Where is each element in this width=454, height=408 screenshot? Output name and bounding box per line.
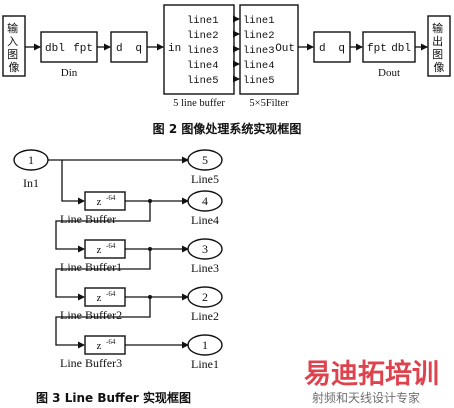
delay-block-0 xyxy=(84,191,126,211)
linebuffer-name: 5 line buffer xyxy=(173,98,225,109)
outport-shape-3 xyxy=(187,238,223,260)
delay-block-1 xyxy=(84,239,126,259)
din-right-port: fpt xyxy=(73,43,93,55)
dq2-d: d xyxy=(319,43,326,55)
wire-branch-2 xyxy=(55,297,151,349)
wire-branch-0 xyxy=(55,201,151,253)
inport-number: 1 xyxy=(28,153,34,167)
watermark-subtitle: 射频和天线设计专家 xyxy=(312,390,420,405)
outport-number-4: 4 xyxy=(202,194,208,208)
linebuffer-output-2: line2 xyxy=(187,30,219,42)
figure-3-caption: 图 3 Line Buffer 实现框图 xyxy=(36,390,191,405)
input-image-label: 输 入 图 像 xyxy=(7,21,21,74)
wire-in1-buffer0 xyxy=(61,160,85,205)
outport-number-2: 2 xyxy=(202,290,208,304)
outport-name-1: Line1 xyxy=(191,357,219,371)
delay-block-2 xyxy=(84,287,126,307)
input-image-block xyxy=(2,15,26,77)
din-left-port: dbl xyxy=(45,43,65,55)
dout-block xyxy=(362,31,416,63)
dout-left-port: fpt xyxy=(367,43,387,55)
outport-number-3: 3 xyxy=(202,242,208,256)
outport-name-5: Line5 xyxy=(191,172,219,186)
buffer-name-0: Line Buffer xyxy=(60,212,116,226)
delay-exponent-3: -64 xyxy=(106,338,116,346)
delay-symbol-2: z xyxy=(97,292,102,304)
dout-name: Dout xyxy=(378,67,400,79)
input-char-3: 图 xyxy=(7,48,18,61)
linebuffer-output-labels: line1 line2 line3 line4 line5 xyxy=(187,15,219,87)
filter-5x5-block xyxy=(239,4,299,95)
outport-number-1: 1 xyxy=(202,338,208,352)
delay-exponent-1: -64 xyxy=(106,242,116,250)
dq2-q: q xyxy=(338,43,345,55)
filter-input-5: line5 xyxy=(243,75,275,87)
figure-2-caption: 图 2 图像处理系统实现框图 xyxy=(153,121,302,136)
delay-register-2 xyxy=(313,31,351,63)
filter-input-1: line1 xyxy=(243,15,275,27)
buffer-name-3: Line Buffer3 xyxy=(60,356,122,370)
wire-branch-1 xyxy=(55,249,151,301)
delay-block-3 xyxy=(84,335,126,355)
filter-input-2: line2 xyxy=(243,30,275,42)
delay-symbol-1: z xyxy=(97,244,102,256)
outport-name-4: Line4 xyxy=(191,213,219,227)
linebuffer-output-3: line3 xyxy=(187,45,219,57)
delay-symbol-3: z xyxy=(97,340,102,352)
input-char-4: 像 xyxy=(9,61,20,74)
outport-shape-4 xyxy=(187,190,223,212)
buffer-name-1: Line Buffer1 xyxy=(60,260,122,274)
din-block xyxy=(40,31,98,63)
input-char-2: 入 xyxy=(7,36,18,48)
figure-2-block-diagram: 输 入 图 像 dbl fpt Din d q in line1line2lin… xyxy=(2,4,451,136)
linebuffer-output-4: line4 xyxy=(187,60,219,72)
delay-exponent-2: -64 xyxy=(106,290,116,298)
linebuffer-output-1: line1 xyxy=(187,15,219,27)
watermark-logo: 易迪拓培训 射频和天线设计专家 xyxy=(304,359,439,405)
output-char-3: 图 xyxy=(432,48,443,61)
inport-name: In1 xyxy=(23,176,39,190)
outport-name-2: Line2 xyxy=(191,309,219,323)
output-char-2: 出 xyxy=(432,34,443,48)
output-image-label: 输 出 图 像 xyxy=(432,21,446,74)
input-char-1: 输 xyxy=(7,21,18,35)
output-char-1: 输 xyxy=(432,21,443,35)
filter-input-3: line3 xyxy=(243,45,275,57)
din-name: Din xyxy=(61,67,78,79)
buffer-name-2: Line Buffer2 xyxy=(60,308,122,322)
delay-exponent-0: -64 xyxy=(106,194,116,202)
outport-name-3: Line3 xyxy=(191,261,219,275)
dq1-q: q xyxy=(135,43,142,55)
dq1-d: d xyxy=(116,43,123,55)
outport-shape-1 xyxy=(187,334,223,356)
outport-shape-2 xyxy=(187,286,223,308)
output-image-block xyxy=(427,15,451,77)
filter-out-port: Out xyxy=(275,43,295,55)
linebuffer-in-port: in xyxy=(168,43,181,55)
filter-name: 5×5Filter xyxy=(249,98,289,109)
linebuffer-output-5: line5 xyxy=(187,75,219,87)
linebuffer-filter-wires xyxy=(233,15,240,83)
outport-number-5: 5 xyxy=(202,153,208,167)
output-char-4: 像 xyxy=(434,61,445,74)
outport-shape-5 xyxy=(187,149,223,171)
dout-right-port: dbl xyxy=(391,43,411,55)
filter-input-labels: line1 line2 line3 line4 line5 xyxy=(243,15,275,87)
watermark-title: 易迪拓培训 xyxy=(304,359,439,390)
delay-symbol-0: z xyxy=(97,196,102,208)
filter-input-4: line4 xyxy=(243,60,275,72)
